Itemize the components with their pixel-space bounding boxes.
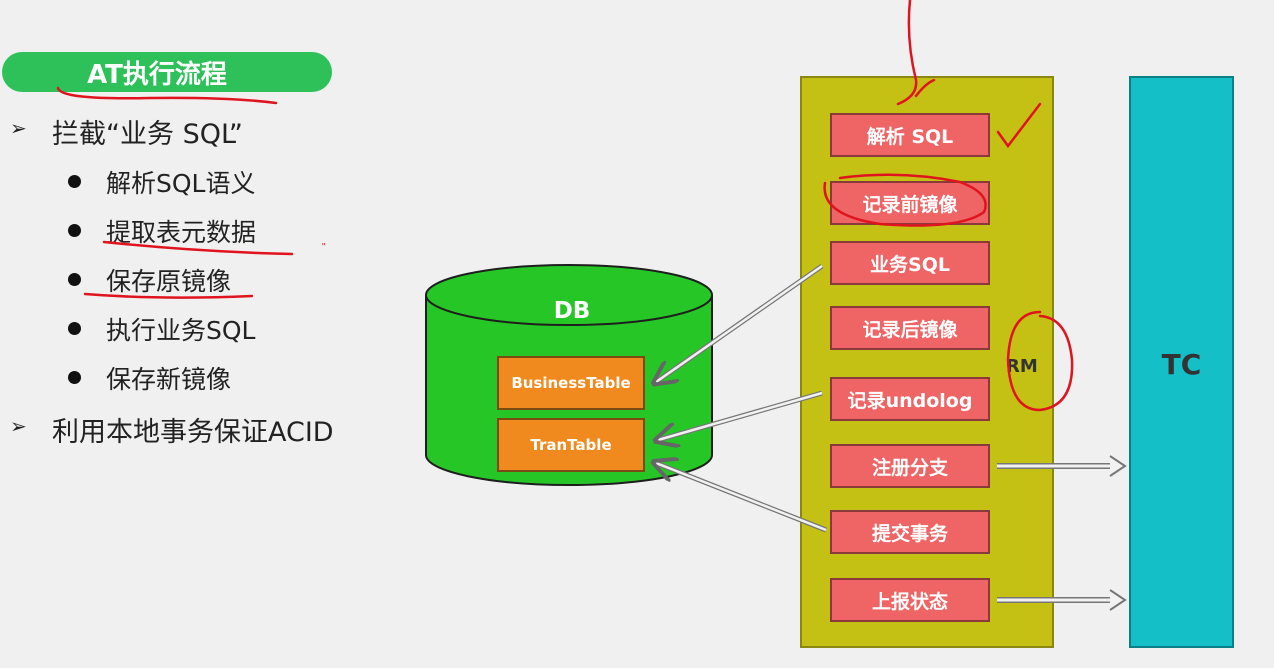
dot-bullet-icon [68,175,81,188]
table-tran: TranTable [497,418,645,472]
dot-bullet-icon [68,224,81,237]
tc-label: TC [1161,348,1202,381]
step-business-sql: 业务SQL [830,241,990,285]
step-commit: 提交事务 [830,510,990,554]
dot-bullet-icon [68,273,81,286]
db-label: DB [553,298,591,324]
outline-subitem-label: 解析SQL语义 [106,169,256,198]
dot-bullet-icon [68,322,81,335]
dot-bullet-icon [68,371,81,384]
rm-label: RM [1006,356,1038,377]
stray-mark: " [322,242,326,253]
outline-item-label: 利用本地事务保证ACID [52,417,334,448]
outline-subitem-label: 提取表元数据 [106,218,257,247]
arrow-bullet-icon: ➢ [10,414,27,438]
step-report-status: 上报状态 [830,578,990,622]
outline-item-label: 拦截“业务 SQL” [52,119,243,150]
step-before-image: 记录前镜像 [830,181,990,225]
table-business: BusinessTable [497,356,645,410]
section-title: AT执行流程 [2,52,332,92]
step-register-branch: 注册分支 [830,444,990,488]
arrow-bullet-icon: ➢ [10,116,27,140]
outline-subitem-label: 执行业务SQL [106,316,256,345]
arrow-undolog-to-trantable [658,390,823,440]
step-undolog: 记录undolog [830,377,990,421]
arrow-business-sql-to-table [656,263,824,382]
step-parse-sql: 解析 SQL [830,113,990,157]
outline-subitem-label: 保存新镜像 [106,365,232,394]
tc-box: TC [1129,76,1234,648]
step-after-image: 记录后镜像 [830,306,990,350]
outline-subitem-label: 保存原镜像 [106,267,232,296]
